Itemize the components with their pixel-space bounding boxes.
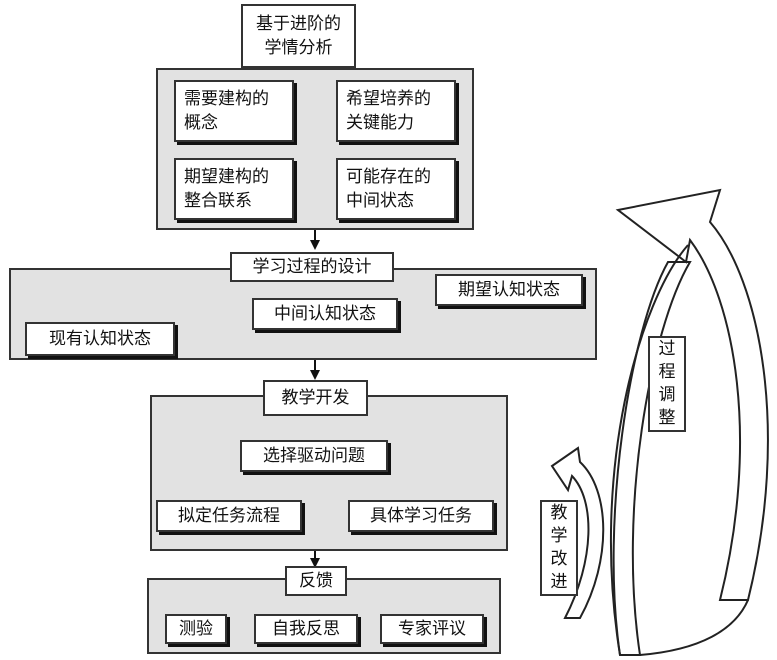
analysis-item-line1: 期望建构的	[184, 167, 269, 187]
middle-state-box: 中间认知状态	[252, 298, 398, 330]
analysis-item-line2: 概念	[184, 113, 218, 133]
process-adjust-char: 程	[658, 362, 676, 382]
analysis-item-line2: 中间状态	[346, 191, 414, 211]
feedback-item-quiz: 测验	[165, 614, 227, 644]
analysis-item-line1: 希望培养的	[346, 89, 431, 109]
analysis-title-line2: 学情分析	[264, 38, 333, 58]
analysis-title-line1: 基于进阶的	[256, 14, 341, 34]
learning-tasks-box: 具体学习任务	[348, 500, 494, 532]
analysis-item-intermediate: 可能存在的中间状态	[336, 158, 456, 220]
expected-state-box: 期望认知状态	[435, 274, 583, 306]
analysis-item-line1: 需要建构的	[184, 89, 269, 109]
teaching-improve-char: 改	[550, 549, 568, 569]
process-adjust-char: 过	[658, 339, 676, 359]
analysis-item-line2: 关键能力	[346, 113, 414, 133]
analysis-item-line2: 整合联系	[184, 191, 252, 211]
process-adjust-char: 调	[658, 385, 676, 405]
process-adjust-char: 整	[658, 408, 676, 428]
driving-question-box: 选择驱动问题	[240, 440, 388, 472]
feedback-title: 反馈	[285, 566, 347, 596]
teaching-improve-char: 教	[550, 503, 568, 523]
current-state-box: 现有认知状态	[25, 322, 175, 356]
analysis-panel: 需要建构的概念 希望培养的关键能力 期望建构的整合联系 可能存在的中间状态	[156, 68, 474, 230]
development-title: 教学开发	[263, 380, 368, 416]
teaching-improve-char: 进	[550, 572, 568, 592]
task-flow-box: 拟定任务流程	[156, 500, 302, 532]
feedback-item-self-reflection: 自我反思	[254, 614, 358, 644]
analysis-item-line1: 可能存在的	[346, 167, 431, 187]
teaching-improve-label: 教 学 改 进	[540, 500, 578, 596]
design-title: 学习过程的设计	[230, 252, 394, 282]
analysis-item-ability: 希望培养的关键能力	[336, 80, 456, 142]
analysis-item-integration: 期望建构的整合联系	[174, 158, 294, 220]
analysis-item-concept: 需要建构的概念	[174, 80, 294, 142]
process-adjust-label: 过 程 调 整	[648, 336, 686, 432]
teaching-improve-curve-arrow	[550, 446, 605, 619]
process-adjust-curve-arrow	[612, 261, 692, 656]
feedback-item-expert-review: 专家评议	[380, 614, 484, 644]
analysis-title-box: 基于进阶的 学情分析	[241, 4, 356, 68]
teaching-improve-char: 学	[550, 526, 568, 546]
